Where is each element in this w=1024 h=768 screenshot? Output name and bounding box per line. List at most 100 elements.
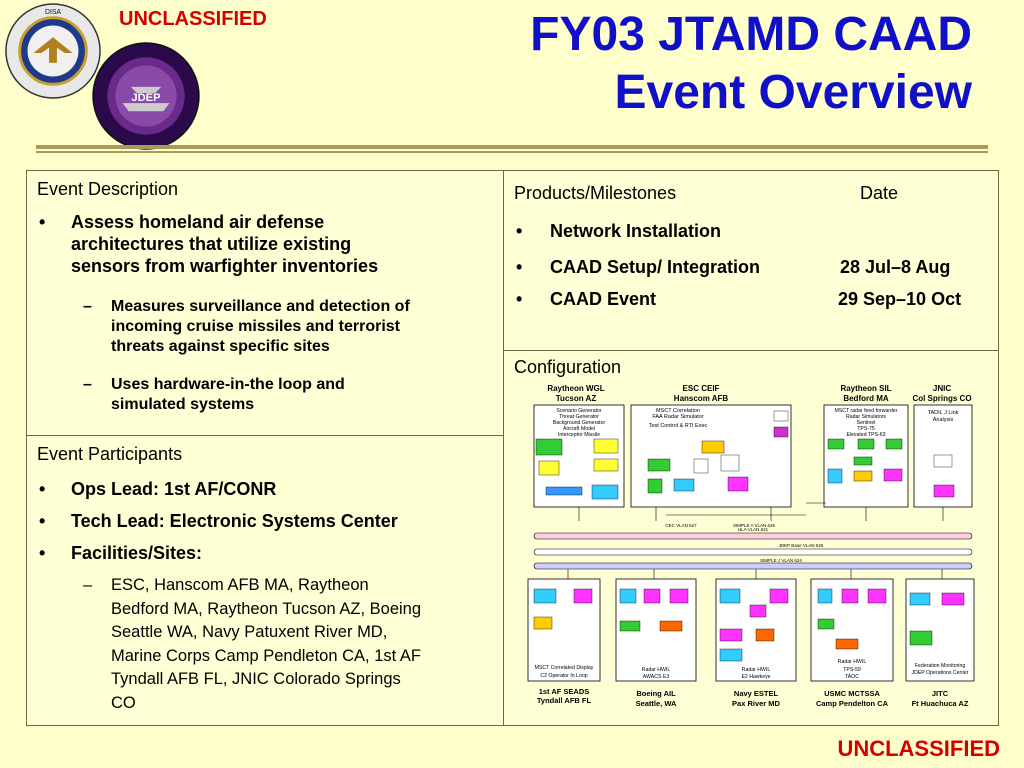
site-jitc-loc: Ft Huachuca AZ (912, 699, 969, 708)
description-line-1: Assess homeland air defense (71, 212, 325, 232)
bus-label-cec: CEC VLAN 627 (665, 523, 697, 528)
event-participants-panel: Event Participants •Ops Lead: 1st AF/CON… (26, 435, 504, 726)
classification-top: UNCLASSIFIED (119, 8, 267, 30)
navy-note: E2 Hawkeye (741, 674, 770, 680)
date-heading: Date (860, 183, 899, 203)
sub1-line-1: Measures surveillance and detection of (111, 298, 410, 315)
jitc-note: JDEP Operations Center (912, 670, 969, 676)
event-description-heading: Event Description (37, 179, 179, 199)
site-navy: Navy ESTEL (734, 689, 779, 698)
sub2-line-2: simulated systems (111, 396, 255, 413)
simple-j-vlan-bus (533, 562, 973, 570)
sil-note: TPS-75 (857, 426, 875, 432)
description-sub-bullet-2: – Uses hardware-in-the loop and simulate… (83, 376, 345, 413)
site-raytheon-sil-loc: Bedford MA (843, 394, 889, 403)
jdep-base-vlan-bus (533, 548, 973, 556)
description-sub-bullet-1: – Measures surveillance and detection of… (83, 298, 410, 355)
event-description-panel: Event Description • Assess homeland air … (26, 170, 504, 436)
event-participants-heading: Event Participants (37, 444, 183, 464)
configuration-heading: Configuration (514, 357, 622, 377)
site-usmc-loc: Camp Pendelton CA (816, 699, 889, 708)
sil-note: MSCT radar feed forwarder (834, 408, 897, 414)
facilities-bullet: •Facilities/Sites: (39, 543, 203, 563)
sites-line-6: CO (111, 693, 136, 712)
sites-line-2: Bedford MA, Raytheon Tucson AZ, Boeing (111, 599, 422, 618)
wgl-note: Aircraft Model (563, 426, 595, 432)
facilities-label: Facilities/Sites: (71, 543, 203, 563)
jitc-note: Federation Monitoring (915, 663, 966, 669)
seads-note: C2 Operator In Loop (540, 673, 587, 679)
sub2-line-1: Uses hardware-in-the loop and (111, 376, 345, 393)
usmc-note: TAOC (845, 674, 859, 680)
jdep-logo: JDEP (92, 42, 200, 150)
site-navy-loc: Pax River MD (732, 699, 781, 708)
sil-note: Elevated TPS-63 (846, 432, 885, 438)
bus-label-simple-j: SIMPLE J VLAN 624 (760, 558, 802, 563)
hla-vlan-bus (533, 532, 973, 540)
site-boeing: Boeing AIL (636, 689, 676, 698)
site-raytheon-wgl-loc: Tucson AZ (556, 394, 597, 403)
products-heading: Products/Milestones (514, 183, 677, 203)
usmc-note: TPS-59 (843, 667, 861, 673)
esc-note: MSCT Correlation (656, 408, 700, 414)
site-raytheon-wgl: Raytheon WGL (547, 384, 604, 393)
ops-lead: Ops Lead: 1st AF/CONR (71, 479, 277, 499)
wgl-note: Threat Generator (559, 414, 599, 420)
wgl-note: Background Generator (553, 420, 606, 426)
title-rule (36, 145, 988, 149)
site-seads: 1st AF SEADS (539, 687, 590, 696)
ops-lead-bullet: •Ops Lead: 1st AF/CONR (39, 479, 277, 499)
milestone-label: Network Installation (550, 221, 722, 241)
bus-label-jdep-base: JDEP Base VLAN 626 (779, 543, 824, 548)
bus-label-simple-a: SIMPLE A VLAN 625 (733, 523, 776, 528)
esc-note: FAA Radar Simulator (652, 414, 704, 420)
boeing-note: AWACS E3 (643, 674, 670, 680)
sites-sub-bullet: – ESC, Hanscom AFB MA, Raytheon Bedford … (83, 574, 421, 715)
page-title: FY03 JTAMD CAAD Event Overview (530, 6, 972, 122)
sites-line-4: Marine Corps Camp Pendleton CA, 1st AF (111, 646, 421, 665)
disa-seal-logo: DISA (5, 3, 101, 99)
sites-line-5: Tyndall AFB FL, JNIC Colorado Springs (111, 670, 401, 688)
site-jitc: JITC (932, 689, 949, 698)
tech-lead-bullet: •Tech Lead: Electronic Systems Center (39, 511, 398, 531)
site-boeing-loc: Seattle, WA (636, 699, 677, 708)
jnic-note: Analysis (933, 417, 954, 423)
products-milestones-panel: Products/Milestones Date • Network Insta… (503, 170, 999, 351)
milestone-label: CAAD Setup/ Integration (550, 257, 760, 277)
sub1-line-3: threats against specific sites (111, 338, 330, 355)
site-esc-ceif: ESC CEIF (683, 384, 720, 393)
usmc-note: Radar HWIL (838, 659, 867, 665)
wgl-note: Interceptor Missile (558, 432, 600, 438)
title-line-1: FY03 JTAMD CAAD (530, 8, 972, 61)
description-line-3: sensors from warfighter inventories (71, 256, 379, 276)
sites-line-1: ESC, Hanscom AFB MA, Raytheon (111, 576, 369, 594)
network-configuration-diagram: Raytheon WGL Tucson AZ ESC CEIF Hanscom … (527, 384, 975, 708)
sil-note: Radar Simulators (846, 414, 886, 420)
title-rule-thin (36, 151, 988, 153)
site-esc-ceif-loc: Hanscom AFB (674, 394, 729, 403)
site-seads-loc: Tyndall AFB FL (537, 696, 592, 705)
description-bullet: • Assess homeland air defense architectu… (39, 212, 379, 276)
wgl-note: Scenario Generator (556, 408, 602, 414)
sub1-line-2: incoming cruise missiles and terrorist (111, 318, 400, 335)
milestone-date: 29 Sep–10 Oct (838, 289, 962, 309)
site-jnic: JNIC (933, 384, 951, 393)
jdep-logo-text: JDEP (131, 92, 161, 104)
esc-note: Test Control & RTI Exec (649, 423, 708, 429)
site-raytheon-sil: Raytheon SIL (840, 384, 891, 393)
milestone-label: CAAD Event (550, 289, 657, 309)
navy-note: Radar HWIL (742, 667, 771, 673)
seads-note: MSCT Correlated Display (535, 665, 594, 671)
boeing-note: Radar HWIL (642, 667, 671, 673)
milestone-date: 28 Jul–8 Aug (840, 257, 951, 277)
bus-label-hla: HLA VLAN 621 (738, 527, 769, 532)
jnic-note: TADIL J Link (928, 410, 959, 416)
tech-lead: Tech Lead: Electronic Systems Center (71, 511, 398, 531)
classification-bottom: UNCLASSIFIED (837, 736, 1000, 761)
sites-line-3: Seattle WA, Navy Patuxent River MD, (111, 623, 388, 641)
sil-note: Sentinel (857, 420, 876, 426)
site-usmc: USMC MCTSSA (824, 689, 880, 698)
configuration-panel: Configuration Raytheon WGL Tucson AZ ESC… (503, 350, 999, 726)
title-line-2: Event Overview (614, 66, 972, 119)
svg-text:DISA: DISA (45, 9, 61, 16)
